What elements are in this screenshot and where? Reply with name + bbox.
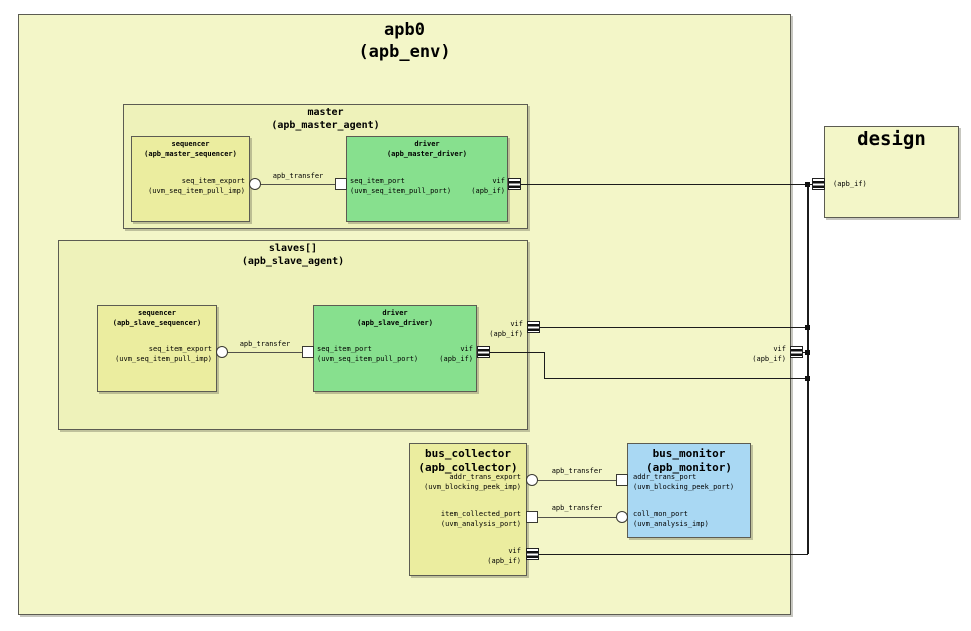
slave-drv-port-label: seq_item_port(uvm_seq_item_pull_port) xyxy=(317,345,419,363)
collector-vif-port-icon[interactable] xyxy=(526,548,539,560)
master-seq-export-label: seq_item_export(uvm_seq_item_pull_imp) xyxy=(148,177,245,195)
bus-collector-box[interactable] xyxy=(409,443,527,576)
collector-vif-label: vif(apb_if) xyxy=(487,547,521,565)
slave-seq-export-label: seq_item_export(uvm_seq_item_pull_imp) xyxy=(115,345,212,363)
master-driver-title: driver(apb_master_driver) xyxy=(386,140,468,158)
slave-conn-label: apb_transfer xyxy=(239,340,291,348)
net-slave-driver-vif-a xyxy=(490,352,544,353)
slave-driver-box[interactable] xyxy=(313,305,477,392)
slave-sequencer-title: sequencer(apb_slave_sequencer) xyxy=(112,309,202,327)
monitor-coll-mon-port-icon[interactable] xyxy=(616,511,628,523)
monitor-addr-trans-port-icon[interactable] xyxy=(616,474,628,486)
collector-conn1-label: apb_transfer xyxy=(551,467,603,475)
collector-peek-label: addr_trans_export(uvm_blocking_peek_imp) xyxy=(424,473,521,491)
bus-monitor-box[interactable] xyxy=(627,443,751,538)
wire-slave-seq-item xyxy=(222,352,308,353)
slave-drv-vif-label: vif(apb_if) xyxy=(439,345,473,363)
slave-seq-item-export-port-icon[interactable] xyxy=(216,346,228,358)
slave-agent-vif-label: vif(apb_if) xyxy=(489,320,523,338)
master-sequencer-title: sequencer(apb_master_sequencer) xyxy=(144,140,237,158)
net-junction xyxy=(805,376,810,381)
master-agent-title: master(apb_master_agent) xyxy=(271,107,380,131)
collector-item-collected-port-icon[interactable] xyxy=(526,511,538,523)
net-slave-driver-vif-b xyxy=(544,352,545,378)
collector-addr-trans-export-port-icon[interactable] xyxy=(526,474,538,486)
master-seq-item-export-port-icon[interactable] xyxy=(249,178,261,190)
bus-monitor-title: bus_monitor(apb_monitor) xyxy=(645,447,733,474)
wire-master-seq-item xyxy=(255,184,341,185)
net-collector-vif xyxy=(539,554,808,555)
slave-driver-vif-port-icon[interactable] xyxy=(477,346,490,358)
monitor-analysis-label: coll_mon_port(uvm_analysis_imp) xyxy=(633,510,709,528)
slave-agent-vif-port-icon[interactable] xyxy=(527,321,540,333)
design-port-label: (apb_if) xyxy=(833,180,867,188)
net-vif-trunk xyxy=(807,184,809,554)
design-apb-if-port-icon[interactable] xyxy=(812,178,825,190)
slave-driver-title: driver(apb_slave_driver) xyxy=(357,309,433,327)
net-junction xyxy=(805,350,810,355)
monitor-peek-label: addr_trans_port(uvm_blocking_peek_port) xyxy=(633,473,735,491)
env-vif-port-icon[interactable] xyxy=(790,346,803,358)
net-junction xyxy=(805,325,810,330)
net-slave-driver-vif-c xyxy=(544,378,808,379)
wire-item-collected xyxy=(532,517,622,518)
collector-conn2-label: apb_transfer xyxy=(551,504,603,512)
master-drv-vif-label: vif(apb_if) xyxy=(471,177,505,195)
env-title: apb0(apb_env) xyxy=(358,20,451,62)
bus-collector-title: bus_collector(apb_collector) xyxy=(418,447,518,474)
slave-agent-title: slaves[](apb_slave_agent) xyxy=(241,243,345,267)
master-sequencer-box[interactable] xyxy=(131,136,250,222)
net-junction xyxy=(805,182,810,187)
master-seq-item-port-icon[interactable] xyxy=(335,178,347,190)
net-master-driver-to-design xyxy=(521,184,812,185)
design-box[interactable] xyxy=(824,126,959,218)
collector-analysis-label: item_collected_port(uvm_analysis_port) xyxy=(440,510,521,528)
master-driver-box[interactable] xyxy=(346,136,508,222)
design-title: design xyxy=(857,128,926,150)
env-vif-label: vif(apb_if) xyxy=(752,345,786,363)
net-slave-agent-vif xyxy=(540,327,808,328)
master-conn-label: apb_transfer xyxy=(272,172,324,180)
master-driver-vif-port-icon[interactable] xyxy=(508,178,521,190)
slave-seq-item-port-icon[interactable] xyxy=(302,346,314,358)
wire-addr-trans xyxy=(532,480,622,481)
slave-sequencer-box[interactable] xyxy=(97,305,217,392)
master-drv-port-label: seq_item_port(uvm_seq_item_pull_port) xyxy=(350,177,452,195)
